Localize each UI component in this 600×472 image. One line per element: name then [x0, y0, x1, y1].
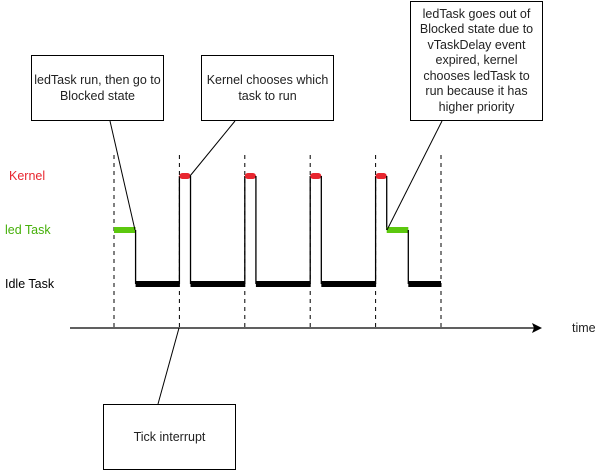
annotation-led-unblock: ledTask goes out of Blocked state due to… [410, 1, 543, 121]
idle-run-segment [408, 281, 441, 287]
idle-run-segment [321, 281, 376, 287]
led-run-segment [386, 227, 409, 233]
lane-label-led: led Task [5, 223, 51, 237]
leader-kernel-choose [189, 120, 236, 177]
time-axis-arrow-icon [532, 323, 542, 333]
annotation-tick: Tick interrupt [103, 404, 236, 470]
idle-run-segment [190, 281, 245, 287]
idle-run-segment [255, 281, 311, 287]
kernel-run-segment [375, 173, 387, 179]
leader-led-blocked [109, 120, 136, 231]
kernel-run-segment [179, 173, 191, 179]
leader-led-unblock [386, 120, 443, 231]
annotation-led-blocked: ledTask run, then go to Blocked state [31, 55, 164, 121]
led-run-segment [114, 227, 136, 233]
axis-label-time: time [572, 321, 596, 335]
lane-label-kernel: Kernel [9, 169, 46, 183]
kernel-run-segment [310, 173, 322, 179]
idle-run-segment [135, 281, 180, 287]
leader-tick [157, 327, 180, 405]
annotation-kernel-choose: Kernel chooses which task to run [201, 55, 334, 121]
lane-label-idle: Idle Task [5, 277, 55, 291]
kernel-run-segment [244, 173, 256, 179]
